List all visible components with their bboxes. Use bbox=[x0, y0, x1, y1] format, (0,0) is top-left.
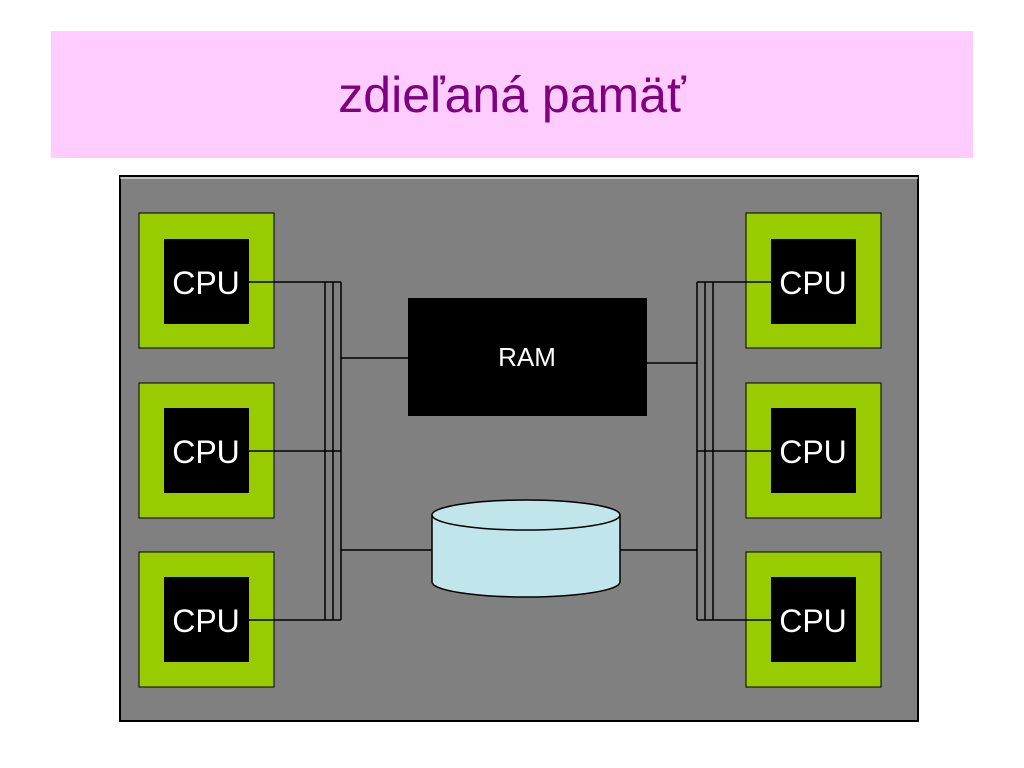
slide-title: zdieľaná pamäť bbox=[338, 66, 686, 123]
cpu-label: CPU bbox=[779, 265, 847, 301]
cpu-core bbox=[164, 408, 249, 493]
disk-icon bbox=[431, 499, 621, 598]
cpu-label: CPU bbox=[779, 603, 847, 639]
cpu-label: CPU bbox=[172, 265, 240, 301]
title-bar: zdieľaná pamäť bbox=[51, 31, 973, 158]
cpu-connectors bbox=[245, 281, 777, 621]
cpu-core bbox=[771, 239, 856, 324]
ram-label: RAM bbox=[498, 342, 556, 372]
cpu-core bbox=[164, 239, 249, 324]
cpu-core bbox=[164, 577, 249, 662]
cpu-label: CPU bbox=[172, 434, 240, 470]
cpu-label: CPU bbox=[172, 603, 240, 639]
disk-top bbox=[431, 499, 621, 531]
cpu-left-3: CPU bbox=[138, 551, 275, 688]
cpu-left-1: CPU bbox=[138, 212, 275, 349]
cpu-core bbox=[771, 577, 856, 662]
disk-body bbox=[431, 515, 621, 598]
ram-block bbox=[408, 298, 647, 416]
cpu-right-1: CPU bbox=[745, 212, 882, 349]
cpu-label: CPU bbox=[779, 434, 847, 470]
cpu-core bbox=[771, 408, 856, 493]
